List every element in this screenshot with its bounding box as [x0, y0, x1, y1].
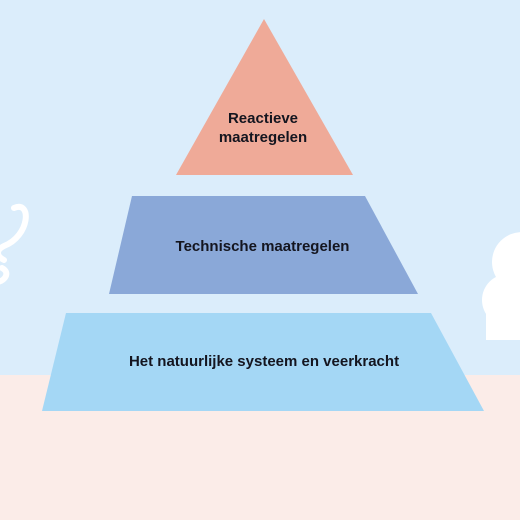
pyramid-level-top	[176, 19, 353, 175]
pyramid-level-middle	[109, 196, 418, 294]
swirl-decoration	[0, 203, 29, 285]
cloud-decoration	[482, 232, 520, 340]
pyramid-label-technical-measures: Technische maatregelen	[175, 238, 350, 255]
pyramid-level-bottom	[42, 313, 484, 411]
pyramid-label-reactive-measures: Reactieve maatregelen	[218, 110, 308, 146]
pyramid-label-natural-system: Het natuurlijke systeem en veerkracht	[128, 353, 400, 370]
